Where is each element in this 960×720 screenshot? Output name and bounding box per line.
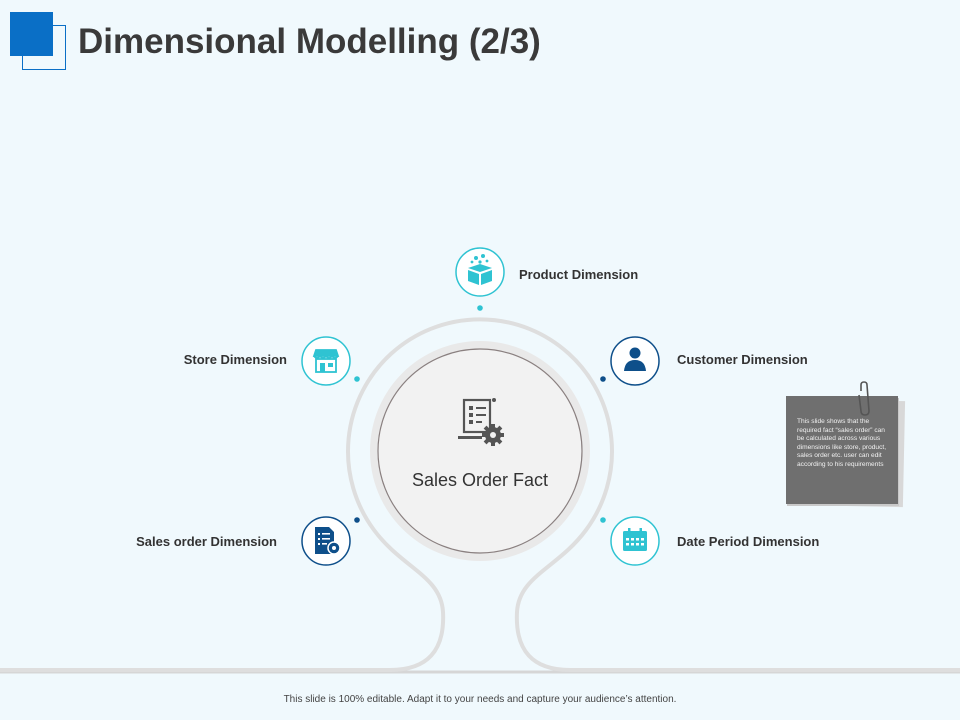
logo-square-filled <box>10 12 53 56</box>
center-fact-label: Sales Order Fact <box>411 470 549 490</box>
dimension-node-sales-order <box>301 516 351 566</box>
customer-dimension-label: Customer Dimension <box>677 352 808 367</box>
outer-ring <box>0 317 960 672</box>
dimension-node-date-period <box>610 516 660 566</box>
date-period-dimension-label: Date Period Dimension <box>677 534 820 549</box>
storefront-icon <box>312 349 340 373</box>
dimension-node-store <box>301 336 351 386</box>
dimension-node-product <box>455 247 505 297</box>
connector-dot-product <box>477 305 483 311</box>
sticky-note-text: This slide shows that the required fact … <box>797 418 887 468</box>
connector-dot-customer <box>600 376 606 382</box>
box-icon <box>468 254 492 285</box>
user-icon <box>624 347 646 371</box>
center-disc <box>377 348 583 554</box>
product-dimension-label: Product Dimension <box>519 267 639 282</box>
slide-title: Dimensional Modelling (2/3) <box>78 22 541 61</box>
slide-footer: This slide is 100% editable. Adapt it to… <box>283 694 677 705</box>
connector-dot-store <box>354 376 360 382</box>
paperclip-icon <box>858 381 870 416</box>
sticky-note: This slide shows that the required fact … <box>786 396 898 504</box>
dimension-node-customer <box>610 336 660 386</box>
store-dimension-label: Store Dimension <box>183 352 287 367</box>
connector-dot-date-period <box>600 517 606 523</box>
sales-order-dimension-label: Sales order Dimension <box>136 534 277 549</box>
connector-dot-sales-order <box>354 517 360 523</box>
document-gear-icon <box>315 527 341 555</box>
calendar-icon <box>623 528 647 551</box>
